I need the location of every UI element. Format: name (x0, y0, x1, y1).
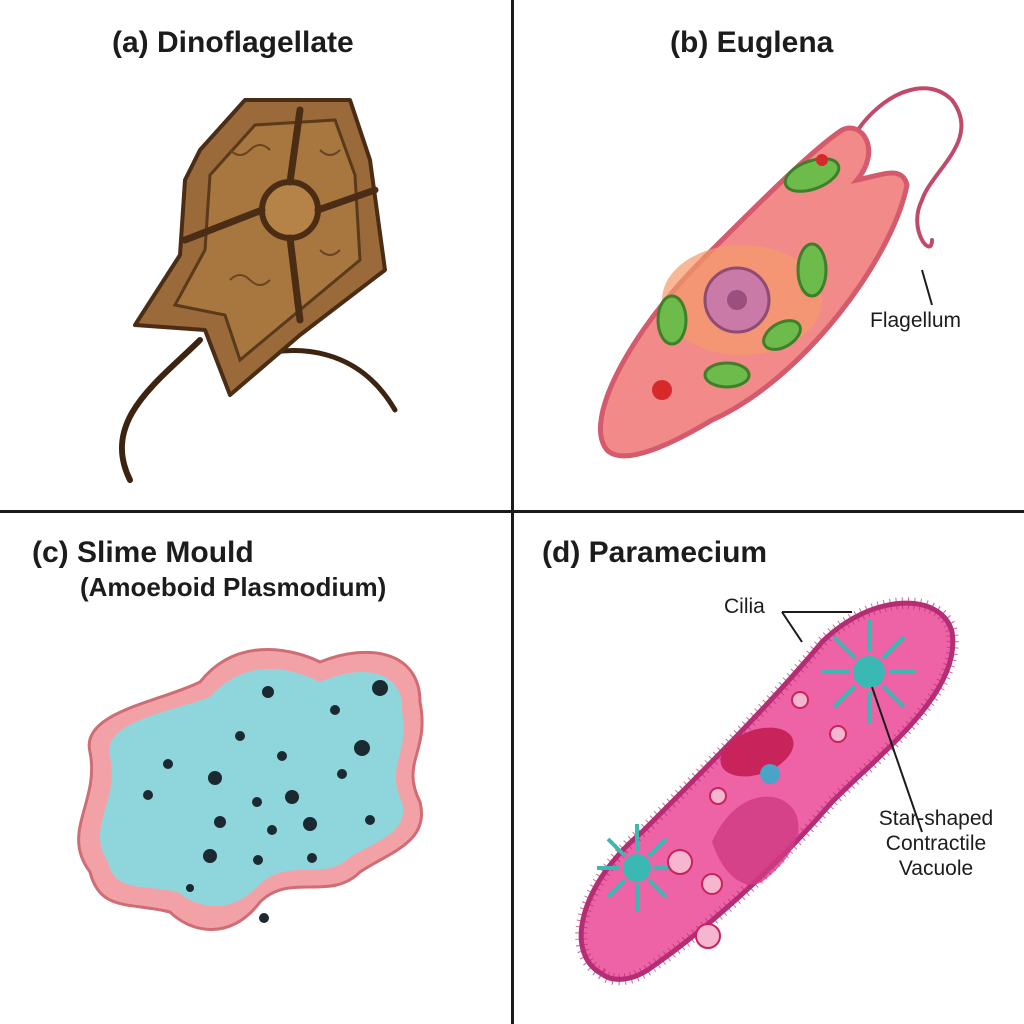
vacuole-label-line3: Vacuole (898, 857, 974, 880)
contractile-vacuole (623, 854, 651, 882)
euglena-flagellum (839, 86, 964, 249)
vacuole-label-line2: Contractile (885, 832, 987, 855)
chloroplast (656, 294, 688, 346)
panel-c-title-line2: (Amoeboid Plasmodium) (80, 572, 387, 602)
chloroplast (796, 242, 828, 298)
cilia-label: Cilia (724, 595, 765, 618)
panel-a-title: (a) Dinoflagellate (112, 26, 354, 59)
contractile-vacuole (853, 656, 885, 688)
panel-dinoflagellate: (a) Dinoflagellate (0, 0, 512, 512)
chloroplast (783, 157, 841, 193)
macronucleus (720, 727, 794, 777)
vacuole-label-line1: Star-shaped (878, 807, 994, 830)
paramecium-body (578, 600, 956, 982)
panel-slime-mould: (c) Slime Mould (Amoeboid Plasmodium) (0, 512, 512, 1024)
panel-b-title: (b) Euglena (670, 26, 834, 59)
euglena-illustration (597, 86, 964, 459)
vacuole-label: Star-shaped Contractile Vacuole (856, 806, 1016, 881)
eyespot (652, 380, 672, 400)
panel-paramecium: (d) Paramecium Cilia Star-shaped Contrac… (512, 512, 1024, 1024)
chloroplast (703, 361, 751, 389)
slime-body (100, 668, 404, 907)
panel-c-title-line1: (c) Slime Mould (32, 536, 254, 569)
panel-d-title: (d) Paramecium (542, 536, 768, 569)
dinoflagellate-illustration (119, 98, 398, 483)
panel-euglena: (b) Euglena Flagellum (512, 0, 1024, 512)
chloroplast (762, 319, 802, 351)
paramecium-illustration (575, 597, 959, 986)
flagellum-label: Flagellum (870, 309, 962, 332)
horizontal-divider (0, 510, 1024, 513)
slime-mould-illustration (77, 648, 424, 931)
